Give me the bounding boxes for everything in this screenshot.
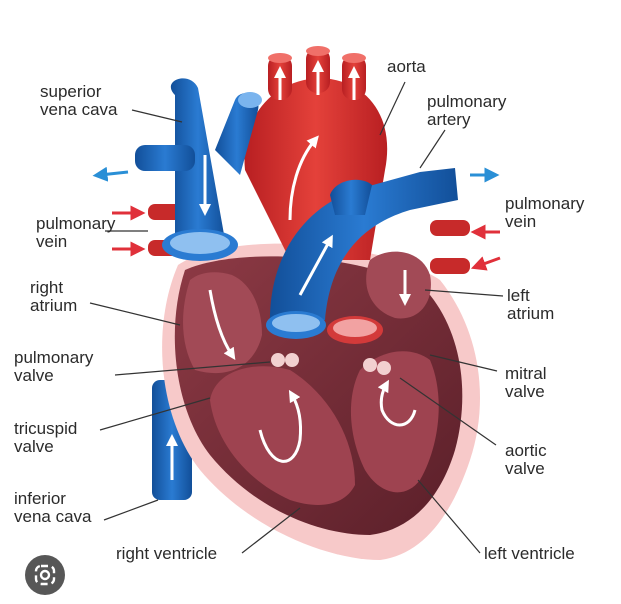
- label-pulmonary-vein-right: pulmonary vein: [505, 195, 584, 231]
- right-atrium-chamber: [183, 272, 262, 374]
- label-line: tricuspid: [14, 419, 78, 438]
- label-aorta: aorta: [387, 58, 426, 76]
- label-line: right ventricle: [116, 544, 218, 563]
- label-line: aorta: [387, 57, 426, 76]
- label-mitral-valve: mitral valve: [505, 365, 547, 401]
- leader-lines: [89, 81, 504, 554]
- label-line: pulmonary: [505, 194, 585, 213]
- label-line: vein: [36, 232, 68, 251]
- label-line: left ventricle: [484, 544, 575, 563]
- valves: [271, 353, 391, 375]
- label-line: superior: [40, 82, 102, 101]
- label-pulmonary-valve: pulmonary valve: [14, 349, 93, 385]
- pulmonary-artery: [266, 167, 500, 339]
- label-line: pulmonary: [14, 348, 94, 367]
- label-line: pulmonary: [36, 214, 116, 233]
- label-right-ventricle: right ventricle: [116, 545, 217, 563]
- label-line: valve: [505, 459, 545, 478]
- label-line: valve: [505, 382, 545, 401]
- label-line: atrium: [30, 296, 78, 315]
- label-line: inferior: [14, 489, 66, 508]
- label-line: vein: [505, 212, 537, 231]
- label-left-ventricle: left ventricle: [484, 545, 575, 563]
- label-pulmonary-vein-left: pulmonary vein: [36, 215, 115, 251]
- left-atrium-chamber: [366, 251, 431, 319]
- label-line: left: [507, 286, 530, 305]
- label-line: valve: [14, 366, 54, 385]
- lens-glyph: [34, 564, 56, 586]
- left-ventricle-chamber: [350, 351, 439, 493]
- label-line: pulmonary: [427, 92, 507, 111]
- lens-search-icon[interactable]: [25, 555, 65, 595]
- label-line: aortic: [505, 441, 547, 460]
- label-line: mitral: [505, 364, 547, 383]
- label-line: vena cava: [40, 100, 118, 119]
- label-tricuspid-valve: tricuspid valve: [14, 420, 77, 456]
- label-line: artery: [427, 110, 471, 129]
- label-line: valve: [14, 437, 54, 456]
- label-line: right: [30, 278, 64, 297]
- label-pulmonary-artery: pulmonary artery: [427, 93, 506, 129]
- label-line: atrium: [507, 304, 555, 323]
- right-ventricle-chamber: [210, 366, 355, 505]
- label-superior-vena-cava: superior vena cava: [40, 83, 118, 119]
- label-inferior-vena-cava: inferior vena cava: [14, 490, 92, 526]
- label-aortic-valve: aortic valve: [505, 442, 547, 478]
- label-right-atrium: right atrium: [30, 279, 77, 315]
- superior-vena-cava: [92, 78, 262, 261]
- label-left-atrium: left atrium: [507, 287, 554, 323]
- label-line: vena cava: [14, 507, 92, 526]
